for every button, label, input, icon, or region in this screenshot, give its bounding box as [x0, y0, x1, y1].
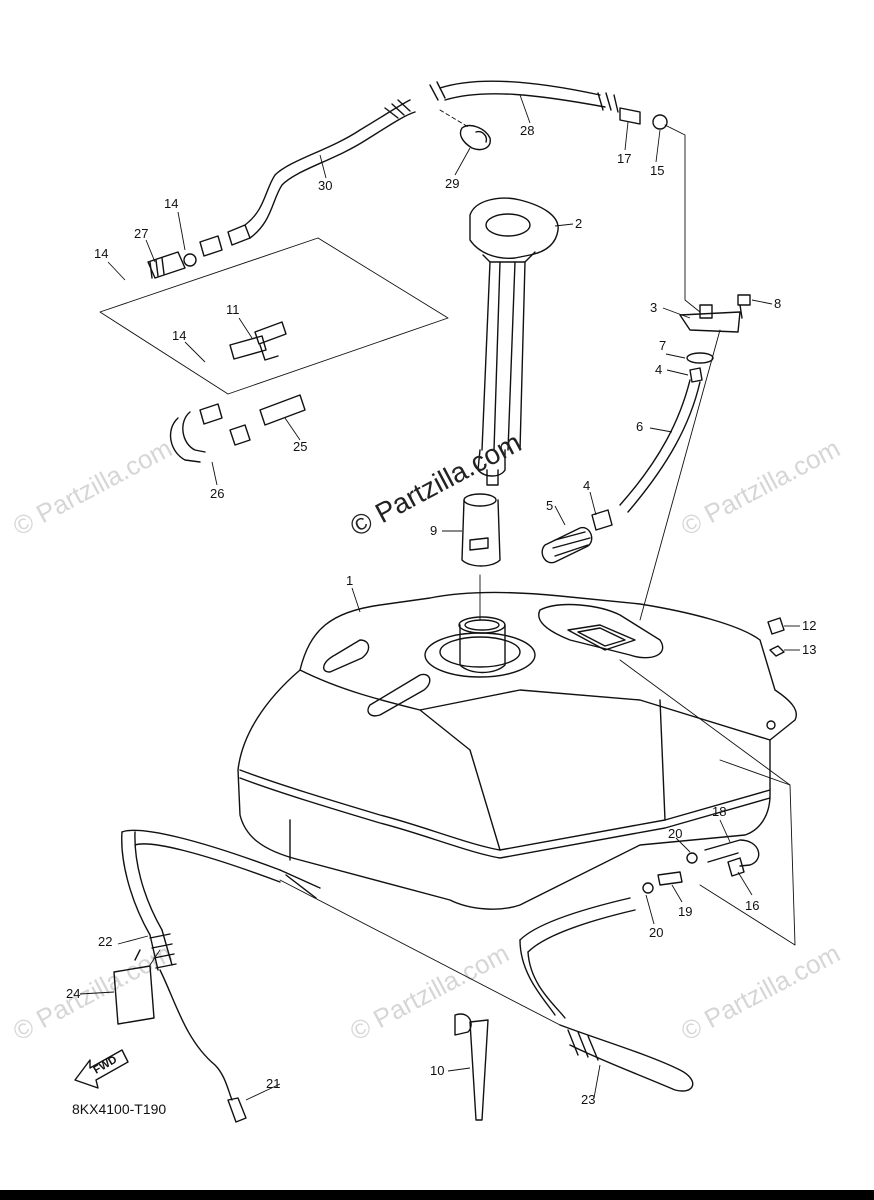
- callout-6: 6: [636, 419, 643, 434]
- fwd-label: FWD: [92, 1054, 120, 1077]
- fuel-hose-right: [541, 294, 751, 564]
- callout-5: 5: [546, 498, 553, 513]
- filler-neck: [461, 493, 501, 567]
- callout-18: 18: [712, 804, 726, 819]
- vent-hose-top: [227, 80, 668, 246]
- callout-8: 8: [774, 296, 781, 311]
- left-fittings: [147, 235, 306, 463]
- callout-10: 10: [430, 1063, 444, 1078]
- callout-14c: 14: [172, 328, 186, 343]
- callout-19: 19: [678, 904, 692, 919]
- right-small-fittings: [642, 617, 785, 894]
- callout-28: 28: [520, 123, 534, 138]
- callout-labels: 1 2 3 4 4 5 6 7 8 9 10 11 12 13 14 14 14…: [66, 123, 816, 1107]
- callout-4a: 4: [655, 362, 662, 377]
- callout-7: 7: [659, 338, 666, 353]
- callout-14b: 14: [94, 246, 108, 261]
- fuel-tank: [237, 591, 797, 910]
- callout-13: 13: [802, 642, 816, 657]
- callout-20b: 20: [649, 925, 663, 940]
- fuel-cap-assembly: [469, 197, 559, 486]
- callout-15: 15: [650, 163, 664, 178]
- diagram-code: 8KX4100-T190: [72, 1101, 167, 1117]
- drain-hoses: [113, 829, 694, 1123]
- callout-1: 1: [346, 573, 353, 588]
- callout-2: 2: [575, 216, 582, 231]
- callout-27: 27: [134, 226, 148, 241]
- callout-17: 17: [617, 151, 631, 166]
- callout-14a: 14: [164, 196, 178, 211]
- forward-arrow-icon: [74, 1049, 129, 1089]
- callout-3: 3: [650, 300, 657, 315]
- callout-20a: 20: [668, 826, 682, 841]
- callout-30: 30: [318, 178, 332, 193]
- callout-21: 21: [266, 1076, 280, 1091]
- callout-leaders: [79, 94, 800, 1101]
- callout-12: 12: [802, 618, 816, 633]
- callout-29: 29: [445, 176, 459, 191]
- callout-22: 22: [98, 934, 112, 949]
- callout-25: 25: [293, 439, 307, 454]
- leader-lines: [99, 109, 796, 1026]
- bottom-bar: [0, 1190, 874, 1200]
- callout-16: 16: [745, 898, 759, 913]
- callout-9: 9: [430, 523, 437, 538]
- callout-4b: 4: [583, 478, 590, 493]
- callout-11: 11: [226, 302, 240, 317]
- callout-23: 23: [581, 1092, 595, 1107]
- callout-26: 26: [210, 486, 224, 501]
- callout-24: 24: [66, 986, 80, 1001]
